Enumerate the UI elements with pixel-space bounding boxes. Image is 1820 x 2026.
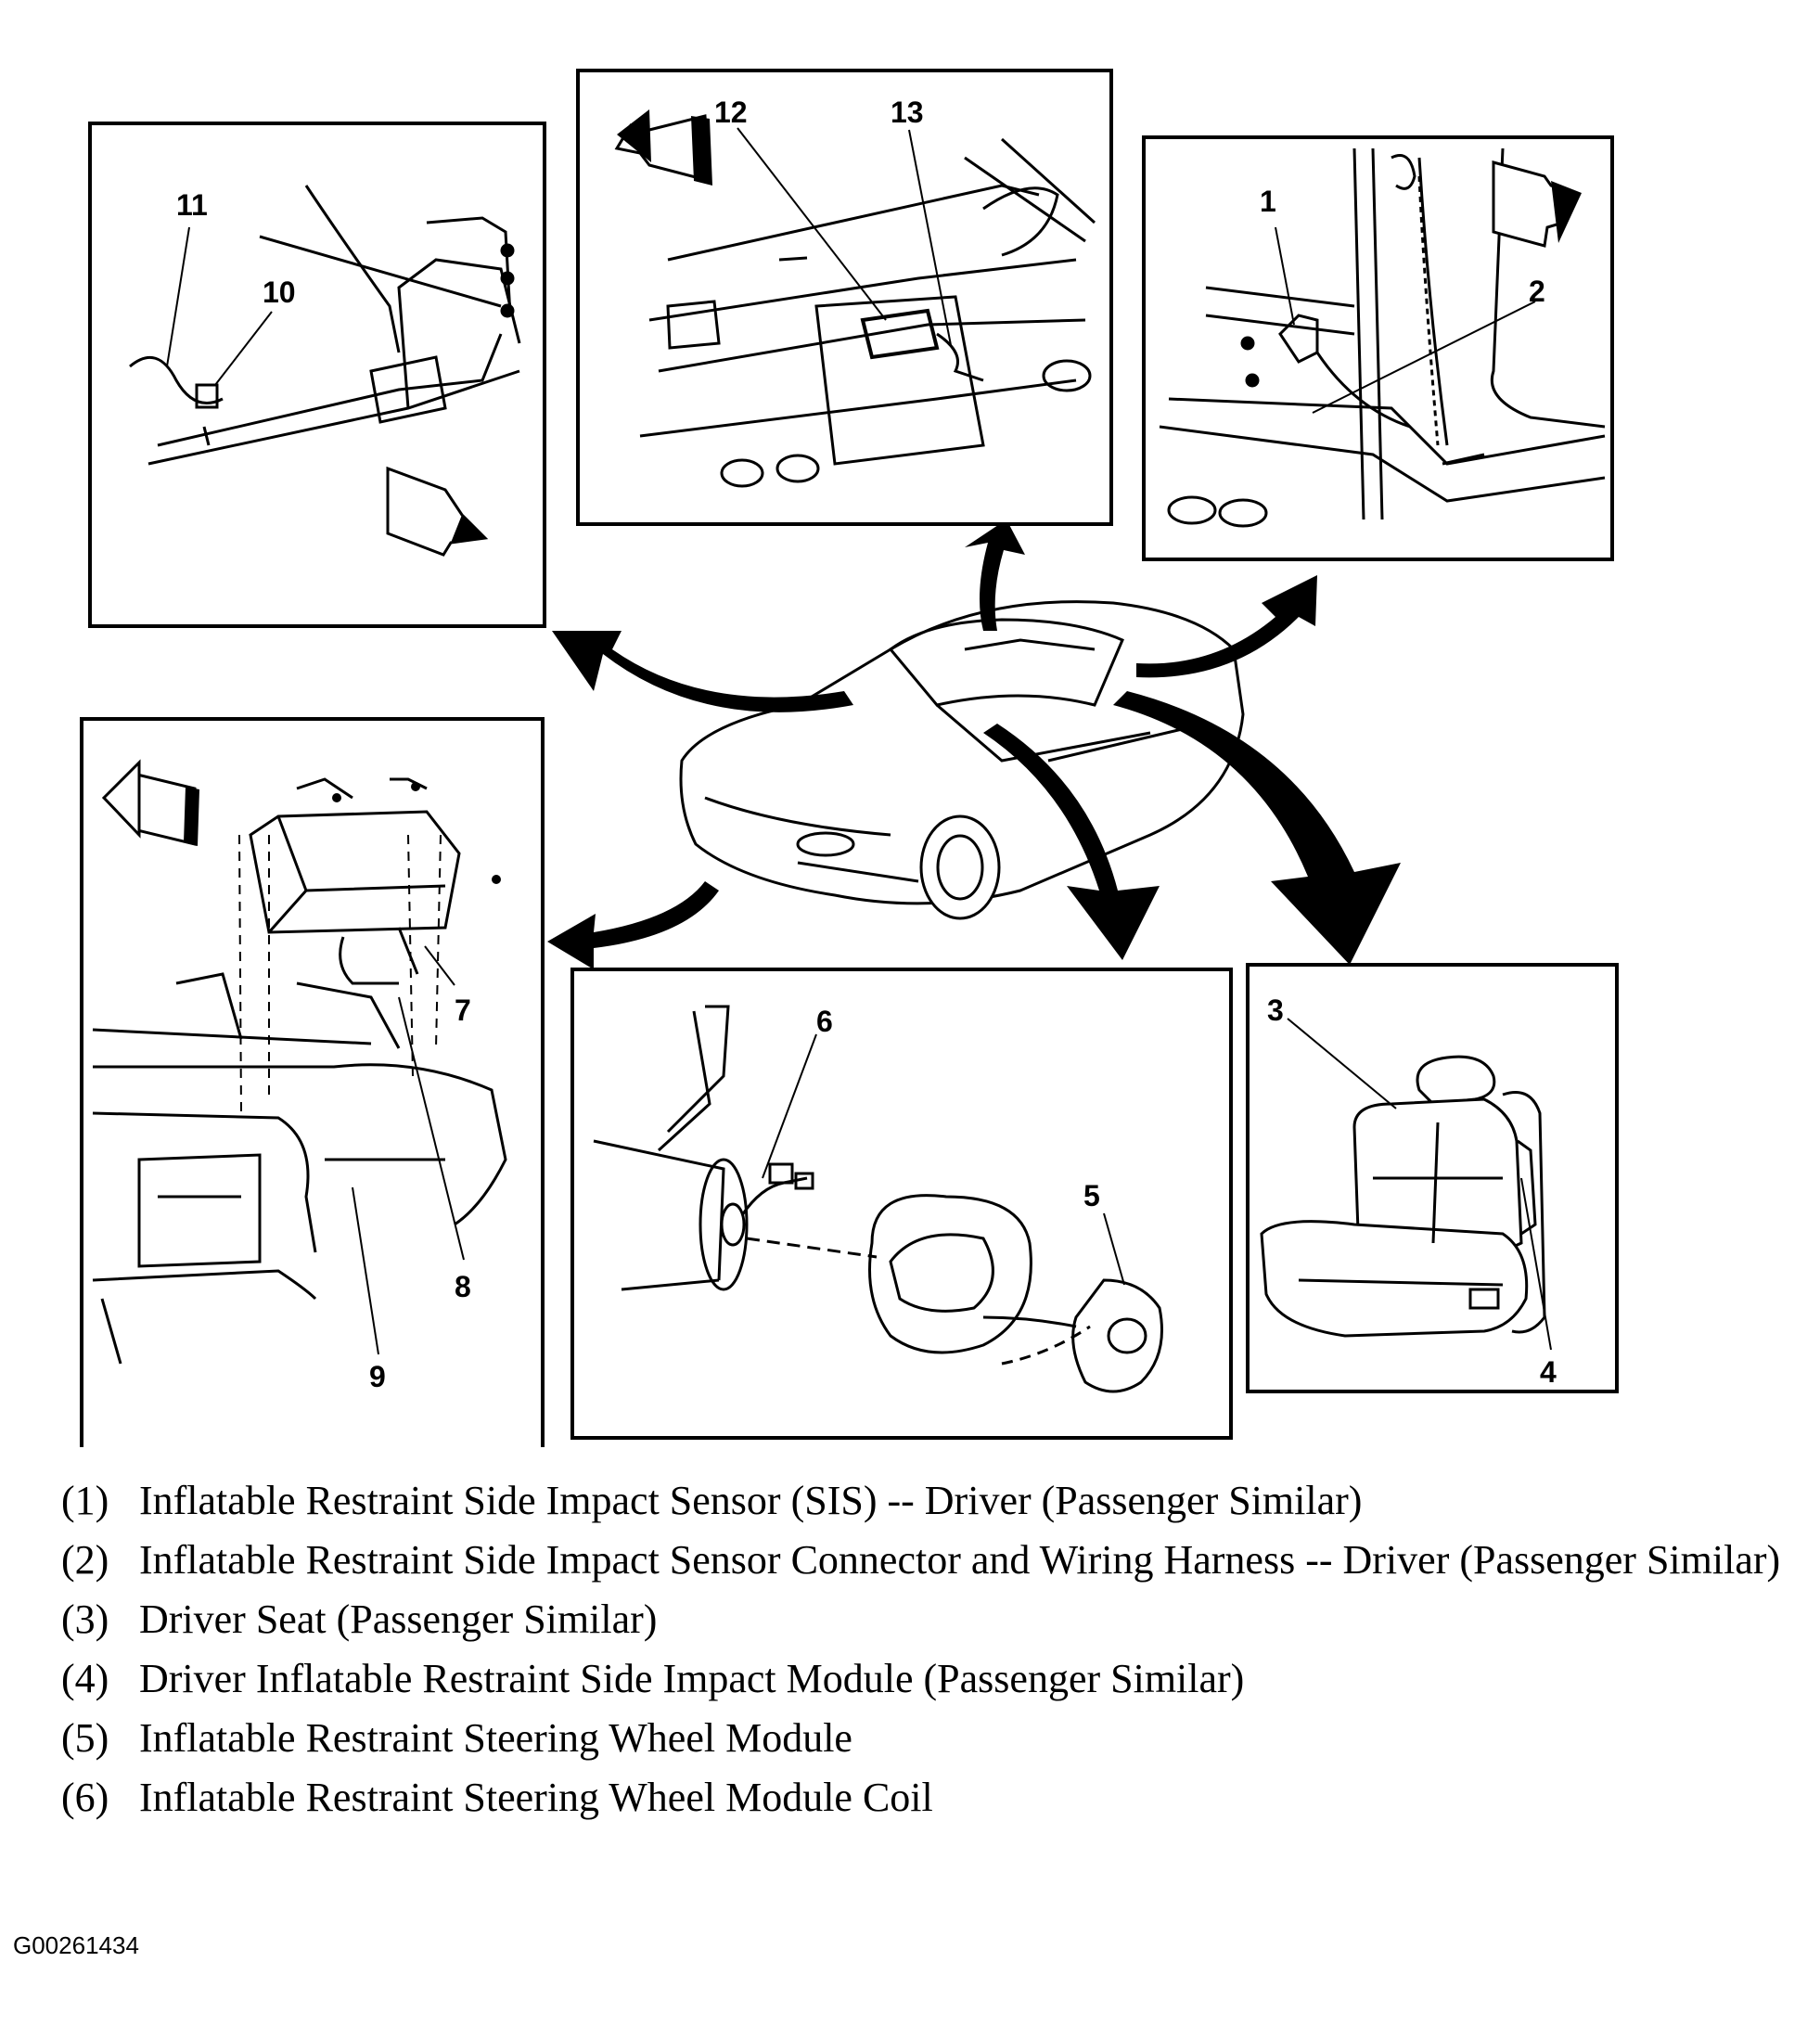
direction-arrow-icon [386,466,489,557]
component-locator-diagram: 11 10 12 13 [80,69,1619,1447]
legend-text: Inflatable Restraint Steering Wheel Modu… [139,1715,852,1761]
callout-9: 9 [369,1360,386,1393]
pointer-arrow-icon [965,519,1025,631]
panel-steering-wheel: 6 5 [570,968,1233,1440]
callout-6: 6 [816,1005,833,1038]
panel-driver-seat: 3 4 [1246,963,1619,1393]
callout-11: 11 [176,188,208,222]
callout-10: 10 [263,276,296,309]
direction-arrow-icon [614,109,712,186]
callout-7: 7 [455,994,471,1027]
legend-text: Driver Inflatable Restraint Side Impact … [139,1656,1245,1701]
callout-8: 8 [455,1270,471,1303]
panel-front-impact-sensor: 11 10 [88,122,546,628]
pointer-arrow-icon [552,631,853,712]
panel-instrument-panel: 7 8 9 [80,717,545,1447]
legend-text: Inflatable Restraint Side Impact Sensor … [139,1478,1363,1523]
legend: (1) Inflatable Restraint Side Impact Sen… [61,1477,1787,1833]
pointer-arrow-icon [1136,575,1317,678]
legend-number: (6) [61,1775,109,1820]
legend-text: Inflatable Restraint Side Impact Sensor … [139,1537,1781,1583]
legend-number: (1) [61,1478,109,1523]
legend-number: (5) [61,1715,109,1761]
legend-item: (4) Driver Inflatable Restraint Side Imp… [61,1655,1787,1703]
legend-number: (4) [61,1656,109,1701]
car-illustration [679,600,1245,920]
legend-item: (3) Driver Seat (Passenger Similar) [61,1596,1787,1644]
panel-side-impact-sensor: 1 2 [1142,135,1614,561]
figure-id: G00261434 [13,1931,139,1959]
pointer-arrows [547,519,1401,969]
legend-number: (2) [61,1537,109,1583]
legend-item: (2) Inflatable Restraint Side Impact Sen… [61,1536,1787,1584]
direction-arrow-icon [101,759,199,846]
callout-3: 3 [1267,994,1284,1027]
legend-item: (1) Inflatable Restraint Side Impact Sen… [61,1477,1787,1525]
legend-text: Driver Seat (Passenger Similar) [139,1596,658,1642]
legend-text: Inflatable Restraint Steering Wheel Modu… [139,1775,933,1820]
callout-1: 1 [1260,185,1276,218]
panel-sensing-module: 12 13 [576,69,1113,526]
legend-number: (3) [61,1596,109,1642]
direction-arrow-icon [1492,160,1582,248]
callout-5: 5 [1083,1179,1100,1212]
callout-2: 2 [1529,275,1545,308]
legend-item: (5) Inflatable Restraint Steering Wheel … [61,1714,1787,1763]
pointer-arrow-icon [547,881,719,969]
legend-item: (6) Inflatable Restraint Steering Wheel … [61,1774,1787,1822]
callout-4: 4 [1540,1355,1557,1389]
callout-13: 13 [891,96,924,129]
callout-12: 12 [714,96,748,129]
pointer-arrow-icon [983,724,1160,960]
pointer-arrow-icon [1113,691,1401,965]
